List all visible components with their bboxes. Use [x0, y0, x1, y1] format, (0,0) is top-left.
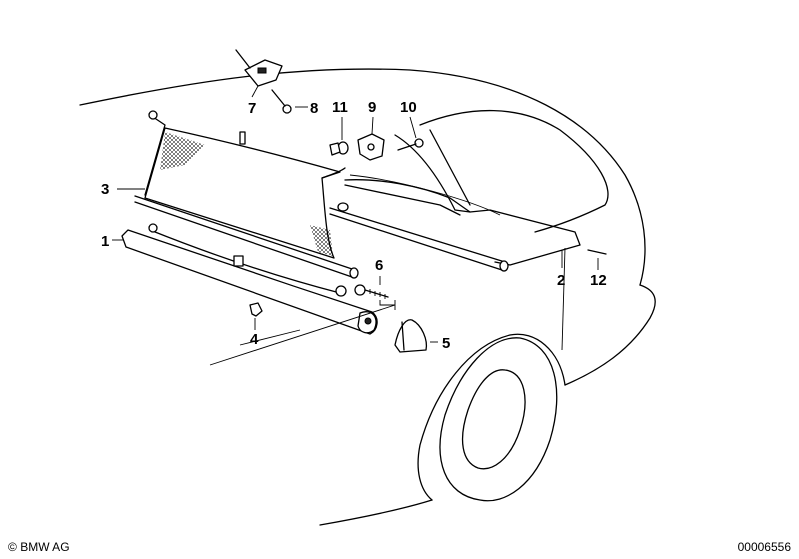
- part-3-net-frame: [134, 110, 359, 279]
- callout-4: 4: [250, 331, 259, 348]
- callout-9: 9: [368, 99, 376, 116]
- copyright-text: BMW AG: [20, 540, 70, 554]
- callout-10: 10: [400, 99, 417, 116]
- part-10-screw: [397, 138, 424, 151]
- callout-12: 12: [590, 272, 607, 289]
- part-12-strip: [587, 249, 607, 255]
- callout-11: 11: [332, 99, 348, 116]
- part-1-roller-housing: [121, 223, 378, 335]
- callout-3: 3: [101, 181, 109, 198]
- diagram-id: 00006556: [737, 540, 791, 554]
- callout-8: 8: [310, 100, 318, 117]
- callout-7: 7: [248, 100, 256, 117]
- part-2-bar: [329, 202, 509, 272]
- part-4-clip: [249, 302, 263, 317]
- callout-6: 6: [375, 257, 383, 274]
- callout-2: 2: [557, 272, 565, 289]
- callout-1: 1: [101, 233, 109, 250]
- part-5-end-cap: [394, 319, 428, 353]
- part-7-bracket: [235, 49, 283, 87]
- copyright-notice: © BMW AG: [8, 540, 70, 554]
- rear-shelf: [344, 179, 581, 266]
- copyright-symbol: ©: [8, 540, 17, 554]
- leader-lines: [112, 85, 599, 366]
- car-body-outline: [79, 68, 656, 526]
- part-11-plug: [329, 141, 349, 156]
- part-9-holder: [357, 133, 385, 161]
- part-8-screw: [271, 89, 292, 114]
- callout-5: 5: [442, 335, 450, 352]
- part-6-bolt: [354, 284, 389, 299]
